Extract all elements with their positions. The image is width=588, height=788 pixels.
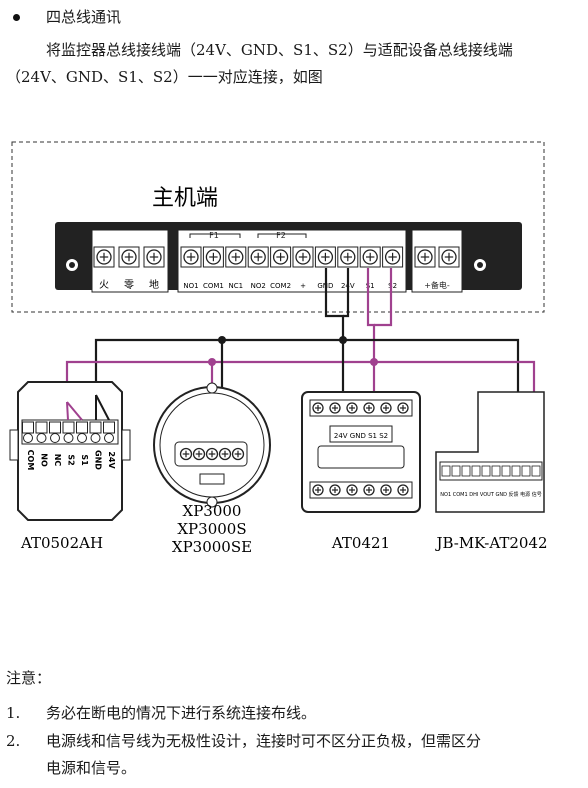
screw-terminal-icon (272, 249, 289, 265)
screw-terminal-icon (295, 249, 311, 265)
screw-terminal-icon (362, 249, 378, 265)
screw-terminal-icon (417, 249, 433, 265)
device-jb-mk-at2042: NO1 COM1 DHI VOUT GND 反馈 电源 信号 (435, 391, 545, 513)
intro-line-1: 将监控器总线接线端（24V、GND、S1、S2）与适配设备总线接线端 (46, 41, 513, 59)
at0502ah-terminal-label: 24V (107, 451, 116, 469)
xp3000s-name: XP3000S (177, 520, 246, 538)
screw-terminal-icon (397, 484, 409, 496)
notes-heading: 注意： (6, 669, 52, 687)
at0421-name: AT0421 (331, 534, 390, 552)
screw-terminal-icon (363, 484, 375, 496)
at0421-terminal-labels: 24V GND S1 S2 (334, 432, 388, 440)
screw-terminal-icon (329, 402, 341, 414)
main-terminal-label: NC1 (229, 282, 244, 290)
host-title: 主机端 (152, 186, 218, 211)
screw-terminal-icon (363, 402, 375, 414)
jb-terminal-labels: NO1 COM1 DHI VOUT GND 反馈 电源 信号 (440, 491, 541, 498)
group-f2-label: F2 (276, 231, 286, 240)
screw-terminal-icon (179, 447, 193, 461)
main-terminal-label: COM2 (270, 282, 291, 290)
power-terminal-label: 地 (149, 278, 159, 291)
device-at0421: 24V GND S1 S2 (301, 391, 421, 513)
screw-terminal-icon (346, 402, 358, 414)
screw-terminal-icon (218, 447, 232, 461)
signal-bus (65, 360, 536, 452)
screw-terminal-icon (340, 249, 356, 265)
screw-terminal-icon (397, 402, 409, 414)
screw-terminal-icon (205, 249, 222, 265)
at0502ah-terminal-label: S1 (80, 454, 89, 466)
screw-terminal-icon (121, 249, 137, 265)
jb-name: JB-MK-AT2042 (434, 534, 547, 552)
main-terminal-label: S2 (388, 282, 397, 290)
main-terminal-label: + (300, 282, 306, 290)
screw-terminal-icon (317, 249, 334, 265)
screw-terminal-icon (312, 402, 324, 414)
xp3000-name: XP3000 (183, 502, 242, 520)
screw-terminal-icon (231, 447, 245, 461)
main-terminal-label: S1 (366, 282, 375, 290)
screw-terminal-icon (183, 249, 199, 265)
screw-terminal-icon (312, 484, 324, 496)
section-title: 四总线通讯 (46, 8, 122, 26)
screw-terminal-icon (380, 402, 392, 414)
backup-label: +备电- (424, 280, 450, 290)
screw-terminal-icon (192, 447, 206, 461)
screw-terminal-icon (384, 249, 401, 265)
power-terminal-label: 零 (124, 279, 134, 291)
intro-line-2: （24V、GND、S1、S2）一一对应连接，如图 (6, 68, 323, 86)
screw-terminal-icon (205, 447, 219, 461)
bullet-dot (13, 14, 20, 21)
note-1-text: 务必在断电的情况下进行系统连接布线。 (46, 704, 317, 722)
at0502ah-terminal-label: NC (53, 454, 62, 467)
main-terminal-label: NO1 (183, 282, 198, 290)
xp3000se-name: XP3000SE (172, 538, 252, 556)
device-at0502ah: COM NO NC S2 S1 GND 24V (9, 381, 131, 521)
main-terminal-label: COM1 (203, 282, 224, 290)
at0502ah-terminal-label: COM (26, 450, 35, 471)
screw-terminal-icon (441, 249, 457, 265)
screw-terminal-icon (146, 249, 162, 265)
screw-terminal-icon (380, 484, 392, 496)
screw-terminal-icon (96, 249, 112, 265)
note-2-text: 电源线和信号线为无极性设计，连接时可不区分正负极，但需区分 (46, 732, 482, 750)
at0502ah-terminal-label: NO (40, 453, 49, 467)
wiring-diagram: 主机端 火 零 地 F1 F2 NO1 COM1 NC1 NO2 COM2 + GND 24V S1… (9, 141, 548, 556)
note-2-number: 2. (6, 732, 21, 750)
screw-terminal-icon (346, 484, 358, 496)
at0502ah-terminal-label: S2 (67, 454, 76, 465)
group-f1-label: F1 (209, 231, 219, 240)
screw-terminal-icon (228, 249, 244, 265)
device-xp3000 (153, 382, 271, 508)
host-frame (11, 141, 545, 313)
screw-terminal-icon (250, 249, 266, 265)
screw-terminal-icon (329, 484, 341, 496)
note-1-number: 1. (6, 704, 21, 722)
power-terminal-label: 火 (99, 279, 109, 291)
note-2-continued: 电源和信号。 (46, 759, 137, 777)
at0502ah-name: AT0502AH (20, 534, 103, 552)
at0502ah-terminal-label: GND (94, 450, 103, 470)
main-terminal-label: NO2 (251, 282, 266, 290)
